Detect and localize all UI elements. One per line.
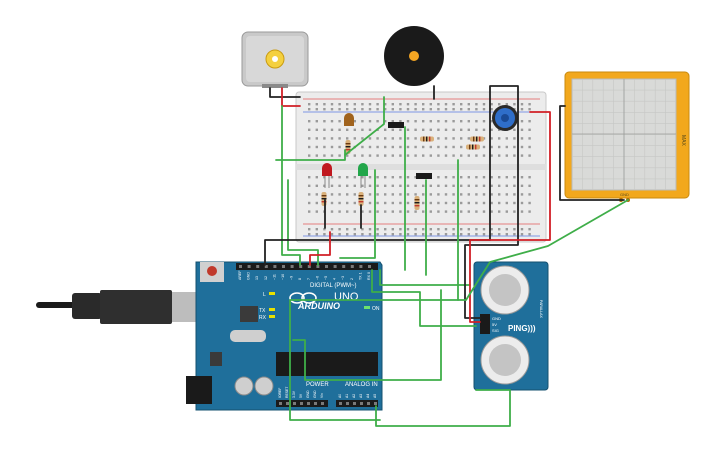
analog-pin-label: A4: [366, 394, 370, 398]
sensor-side-label: PARALLAX: [539, 300, 543, 318]
analog-label: ANALOG IN: [345, 382, 378, 388]
brown-led[interactable]: [344, 113, 354, 126]
digital-pin-label: 4: [333, 278, 337, 280]
digital-pin-label: 13: [255, 276, 259, 280]
resistor[interactable]: [420, 136, 434, 142]
wire[interactable]: [339, 169, 376, 259]
wire[interactable]: [275, 149, 346, 161]
wire[interactable]: [559, 105, 625, 201]
power-pin-label: GND: [313, 390, 317, 398]
sensor-pin-5v: 5V: [492, 322, 497, 327]
sensor-pin-gnd: GND: [492, 316, 501, 321]
resistor[interactable]: [466, 144, 480, 150]
power-pin-label: Vin: [320, 393, 324, 398]
resistor[interactable]: [470, 136, 484, 142]
oscilloscope-icon[interactable]: MAX GND: [564, 71, 690, 202]
wire[interactable]: [281, 105, 301, 266]
wire[interactable]: [344, 96, 385, 156]
arduino-board[interactable]: AREF GND 13 12 ~11 ~10 ~9 8 7 ~6 ~5 4 ~3 2 TX 1 RX 0 DI…: [186, 261, 383, 411]
analog-pin-label: A1: [345, 394, 349, 398]
digital-pin-label: 8: [298, 278, 302, 280]
power-jack: [186, 376, 212, 404]
digital-pin-label: 2: [350, 278, 354, 280]
wire[interactable]: [289, 199, 629, 421]
green-led[interactable]: [358, 163, 368, 188]
digital-pin-label: TX 1: [358, 272, 362, 280]
ultrasonic-sensor-icon[interactable]: GND 5V SIG PING))) PARALLAX: [473, 261, 549, 391]
scope-bottom-label: GND: [620, 192, 629, 197]
piezo-buzzer-icon[interactable]: [384, 26, 444, 86]
digital-label: DIGITAL (PWM~): [310, 283, 357, 289]
analog-pin-label: A3: [359, 394, 363, 398]
potentiometer-icon[interactable]: [492, 105, 518, 131]
digital-pin-label: AREF: [238, 270, 242, 280]
analog-header: [336, 400, 378, 407]
wire[interactable]: [269, 87, 301, 98]
wire[interactable]: [287, 179, 319, 266]
wire[interactable]: [469, 111, 551, 323]
on-led-label: ON: [372, 306, 380, 312]
dc-motor-icon[interactable]: [241, 31, 309, 88]
power-pin-label: RESET: [285, 387, 289, 398]
tx-led-label: TX: [259, 308, 266, 314]
digital-pin-label: RX 0: [367, 272, 371, 280]
wire[interactable]: [264, 239, 491, 266]
sensor-name: PING))): [508, 324, 536, 333]
sensor-pin-sig: SIG: [492, 328, 499, 333]
wire[interactable]: [292, 289, 442, 381]
digital-pin-label: ~5: [324, 276, 328, 280]
digital-pin-label: ~3: [341, 276, 345, 280]
resistor[interactable]: [414, 196, 420, 210]
red-led[interactable]: [322, 163, 332, 188]
usb-cable-icon: [36, 290, 196, 324]
power-pin-label: 5V: [299, 393, 303, 398]
digital-pin-label: 7: [307, 278, 311, 280]
power-pin-label: 3.3V: [292, 390, 296, 398]
crystal: [230, 330, 266, 342]
slide-switch[interactable]: [416, 173, 432, 179]
atmega-chip: [276, 352, 378, 376]
wire[interactable]: [309, 231, 331, 266]
digital-pin-label: 12: [264, 276, 268, 280]
digital-pin-label: ~6: [315, 276, 319, 280]
scope-side-label: MAX: [680, 135, 686, 147]
digital-header: [236, 263, 378, 270]
arduino-logo-icon: [289, 292, 317, 304]
power-pin-label: GND: [306, 390, 310, 398]
icsp-chip: [240, 306, 258, 322]
digital-pin-label: ~9: [290, 276, 294, 280]
resistor[interactable]: [358, 192, 364, 206]
wire[interactable]: [371, 269, 477, 327]
digital-pin-label: ~10: [281, 274, 285, 280]
model-text: UNO: [334, 291, 359, 303]
brand-text: ARDUINO: [297, 301, 340, 311]
slide-switch[interactable]: [388, 122, 404, 128]
wire[interactable]: [375, 389, 511, 427]
analog-pin-label: A2: [352, 394, 356, 398]
breadboard: [295, 91, 547, 243]
power-label: POWER: [306, 382, 329, 388]
digital-pin-label: GND: [247, 272, 251, 280]
wire[interactable]: [379, 269, 471, 286]
analog-pin-label: A0: [338, 394, 342, 398]
rx-led-label: RX: [259, 315, 267, 321]
wire[interactable]: [464, 85, 519, 319]
digital-pin-label: ~11: [272, 274, 276, 280]
analog-pin-label: A5: [373, 394, 377, 398]
power-pin-label: IOREF: [278, 388, 282, 398]
l-led-label: L: [263, 292, 266, 298]
